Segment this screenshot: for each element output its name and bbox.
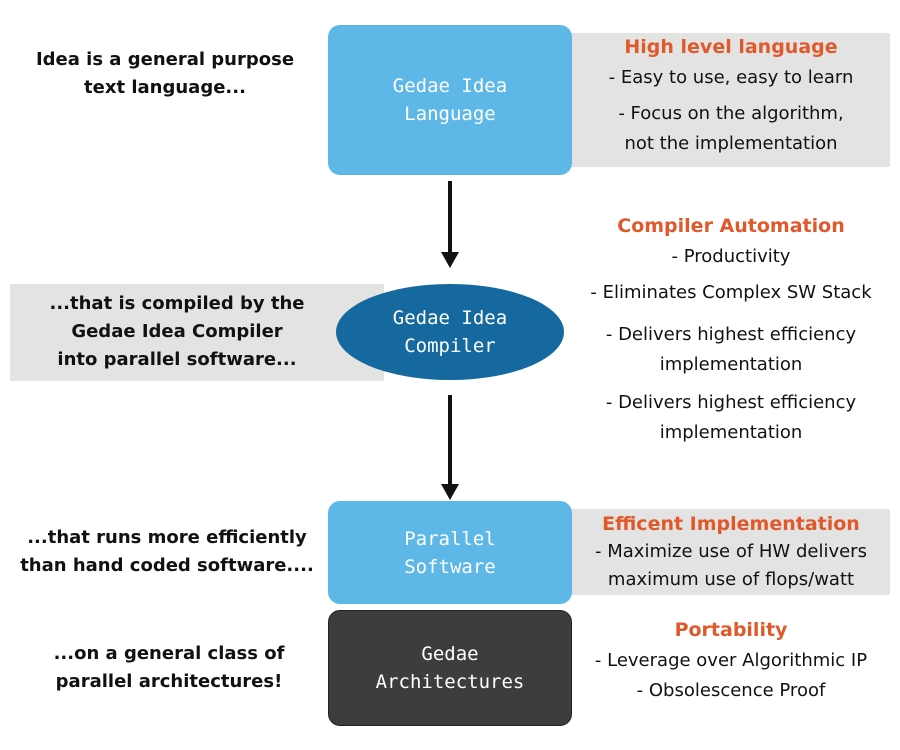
bullet-line: maximum use of flops/watt xyxy=(607,569,855,590)
bullet-line: - Productivity xyxy=(671,246,791,267)
bullet-line: not the implementation xyxy=(624,133,838,154)
text-line: ...that runs more efficiently xyxy=(27,527,307,548)
section-heading: Efficent Implementation xyxy=(602,513,860,535)
node-gedae-idea-language: Gedae Idea Language xyxy=(328,25,572,175)
text-line: text language... xyxy=(84,77,246,98)
text-line: into parallel software... xyxy=(57,349,297,370)
text-line: than hand coded software.... xyxy=(20,555,314,576)
language-description-panel xyxy=(570,33,890,167)
text-line: Idea is a general purpose xyxy=(35,49,295,70)
compiler-description-panel xyxy=(10,284,384,381)
node-label-line: Parallel xyxy=(404,527,496,550)
section-heading: Portability xyxy=(674,619,788,641)
architectures-right-text: Portability - Leverage over Algorithmic … xyxy=(578,616,884,706)
bullet-line: - Maximize use of HW delivers xyxy=(595,541,867,562)
software-description-panel xyxy=(570,509,890,595)
text-line: parallel architectures! xyxy=(55,671,283,692)
language-left-text: Idea is a general purpose text language.… xyxy=(20,46,310,102)
node-label-line: Gedae xyxy=(421,643,479,665)
text-line: Gedae Idea Compiler xyxy=(71,321,283,342)
arrow-shaft xyxy=(448,395,452,485)
bullet-line: - Delivers highest efficiency xyxy=(605,324,857,345)
node-label-line: Architectures xyxy=(375,671,525,693)
node-label-line: Software xyxy=(404,555,496,578)
node-label-line: Language xyxy=(404,103,496,125)
text-line: ...that is compiled by the xyxy=(49,293,305,314)
language-right-text: High level language - Easy to use, easy … xyxy=(578,33,884,159)
arrow-head xyxy=(441,252,459,268)
node-gedae-idea-compiler: Gedae Idea Compiler xyxy=(336,284,564,380)
bullet-line: - Easy to use, easy to learn xyxy=(608,67,854,88)
bullet-line: - Obsolescence Proof xyxy=(636,680,826,701)
bullet-line: implementation xyxy=(659,422,803,443)
compiler-right-text: Compiler Automation - Productivity - Eli… xyxy=(576,212,886,448)
arrow-shaft xyxy=(448,181,452,253)
node-label-line: Compiler xyxy=(404,335,496,357)
bullet-line: - Leverage over Algorithmic IP xyxy=(594,650,868,671)
bullet-line: implementation xyxy=(659,354,803,375)
node-gedae-architectures: Gedae Architectures xyxy=(328,610,572,726)
bullet-line: - Eliminates Complex SW Stack xyxy=(590,282,872,303)
compiler-left-text: ...that is compiled by the Gedae Idea Co… xyxy=(22,290,332,374)
node-label-line: Gedae Idea xyxy=(392,75,508,97)
arrow-head xyxy=(441,484,459,500)
section-heading: Compiler Automation xyxy=(617,215,845,237)
text-line: ...on a general class of xyxy=(53,643,285,664)
bullet-line: - Focus on the algorithm, xyxy=(618,103,844,124)
section-heading: High level language xyxy=(624,36,838,58)
software-right-text: Efficent Implementation - Maximize use o… xyxy=(578,510,884,594)
architectures-left-text: ...on a general class of parallel archit… xyxy=(14,640,324,696)
node-label-line: Gedae Idea xyxy=(392,307,508,329)
node-parallel-software: Parallel Software xyxy=(328,501,572,604)
software-left-text: ...that runs more efficiently than hand … xyxy=(12,524,322,580)
bullet-line: - Delivers highest efficiency xyxy=(605,392,857,413)
